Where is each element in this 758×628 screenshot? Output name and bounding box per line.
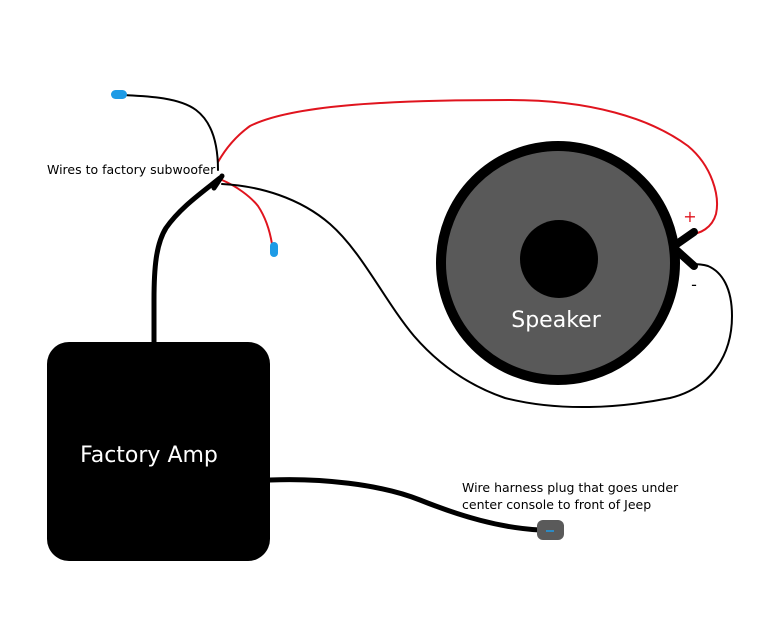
speaker-positive-terminal: [670, 228, 698, 250]
harness-label-line-1: Wire harness plug that goes under: [462, 480, 679, 495]
red-wire-to-speaker-positive: [217, 98, 718, 235]
black-wire-to-left-connector: [121, 94, 219, 171]
speaker-negative-terminal: [670, 244, 698, 270]
black-wire-to-speaker-negative: [221, 183, 734, 409]
thick-wire-amp-to-plug: [267, 477, 543, 533]
positive-sign: +: [683, 207, 696, 226]
left-blue-connector: [111, 90, 127, 99]
harness-plug: [537, 520, 564, 540]
thick-wire-amp-to-junction: [151, 175, 223, 347]
harness-label-line-2: center console to front of Jeep: [462, 497, 651, 512]
speaker-label: Speaker: [511, 308, 601, 333]
red-wire-to-blue-connector: [221, 179, 273, 245]
factory-amp-box: [47, 342, 270, 561]
speaker-center-cap: [520, 220, 598, 298]
factory-amp-label: Factory Amp: [80, 443, 218, 468]
right-blue-connector: [270, 242, 278, 257]
negative-sign: -: [691, 275, 697, 294]
junction-stub: [211, 173, 225, 191]
wires-to-subwoofer-label: Wires to factory subwoofer: [47, 162, 216, 177]
